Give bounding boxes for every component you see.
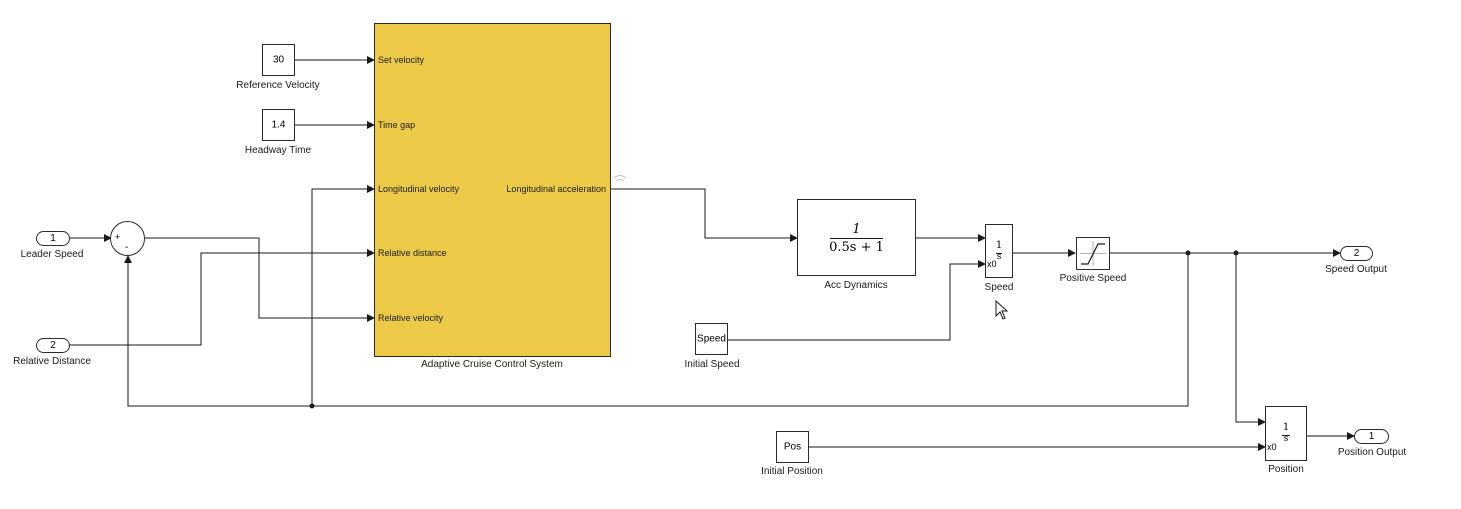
- leader-speed-label: Leader Speed: [20, 249, 84, 260]
- acc-dynamics-label: Acc Dynamics: [824, 280, 888, 291]
- acc-dynamics-block[interactable]: 1 0.5s + 1: [797, 199, 916, 276]
- input-port-relative-velocity: Relative velocity: [378, 313, 444, 323]
- constant-value: Speed: [697, 333, 726, 345]
- initial-speed-label: Initial Speed: [684, 359, 740, 370]
- line-longitudinal-velocity: [311, 185, 375, 406]
- initial-position-label: Initial Position: [761, 466, 823, 477]
- speed-integrator-label: Speed: [984, 282, 1014, 293]
- constant-value: 1.4: [271, 119, 286, 131]
- input-port-set-velocity: Set velocity: [378, 55, 425, 65]
- relative-distance-inport[interactable]: 2: [36, 338, 70, 353]
- input-port-longitudinal-velocity: Longitudinal velocity: [378, 184, 460, 194]
- positive-speed-label: Positive Speed: [1059, 273, 1127, 284]
- position-output-label: Position Output: [1337, 447, 1407, 458]
- headway-time-block[interactable]: 1.4: [262, 109, 295, 141]
- initial-speed-block[interactable]: Speed: [695, 323, 728, 355]
- positive-speed-saturation-block[interactable]: [1076, 237, 1110, 270]
- speed-output-label: Speed Output: [1325, 264, 1387, 275]
- speed-integrator-block[interactable]: 1 s x0: [985, 224, 1013, 278]
- line-relative-distance: [70, 249, 375, 346]
- speed-outport[interactable]: 2: [1340, 246, 1373, 261]
- sum-minus-sign: -: [125, 242, 129, 253]
- line-initial-speed: [728, 260, 986, 341]
- leader-speed-inport[interactable]: 1: [36, 231, 70, 246]
- integrator-denominator: s: [1283, 434, 1289, 444]
- branch-point: [309, 403, 315, 409]
- position-outport[interactable]: 1: [1354, 429, 1389, 444]
- tf-fraction-bar: [830, 238, 883, 239]
- initial-position-block[interactable]: Pos: [776, 431, 809, 463]
- headway-time-label: Headway Time: [244, 145, 312, 156]
- constant-value: Pos: [783, 441, 802, 453]
- reference-velocity-label: Reference Velocity: [236, 80, 320, 91]
- branch-point: [1233, 250, 1239, 256]
- input-port-time-gap: Time gap: [378, 120, 416, 130]
- integrator-numerator: 1: [1282, 422, 1290, 433]
- output-port-longitudinal-acceleration: Longitudinal acceleration: [506, 184, 606, 194]
- integrator-denominator: s: [996, 252, 1002, 262]
- line-acceleration: [610, 188, 798, 242]
- acc-subsystem-label: Adaptive Cruise Control System: [421, 359, 563, 370]
- acc-subsystem-block[interactable]: Set velocity Time gap Longitudinal veloc…: [374, 23, 611, 357]
- integrator-numerator: 1: [995, 240, 1003, 251]
- sum-block[interactable]: + -: [110, 221, 145, 256]
- signal-badge-icon: [613, 175, 627, 182]
- relative-distance-label: Relative Distance: [13, 356, 91, 367]
- integrator-ic-port: x0: [987, 259, 997, 269]
- branch-point: [1185, 250, 1191, 256]
- constant-value: 30: [272, 54, 285, 66]
- tf-numerator: 1: [852, 222, 861, 237]
- line-relative-velocity: [145, 237, 375, 322]
- line-speed-to-position: [1235, 253, 1266, 426]
- line-speed-feedback: [124, 253, 1189, 407]
- input-port-relative-distance: Relative distance: [378, 248, 447, 258]
- tf-denominator: 0.5s + 1: [829, 240, 884, 255]
- integrator-ic-port: x0: [1267, 442, 1277, 452]
- position-integrator-block[interactable]: 1 s x0: [1265, 406, 1307, 461]
- mouse-cursor-icon: [995, 300, 1009, 320]
- integrator-fraction-bar: [1282, 435, 1290, 436]
- position-integrator-label: Position: [1268, 464, 1304, 475]
- sum-plus-sign: +: [115, 232, 121, 242]
- saturation-icon: [1080, 241, 1106, 266]
- integrator-fraction-bar: [996, 253, 1002, 254]
- reference-velocity-block[interactable]: 30: [262, 44, 295, 76]
